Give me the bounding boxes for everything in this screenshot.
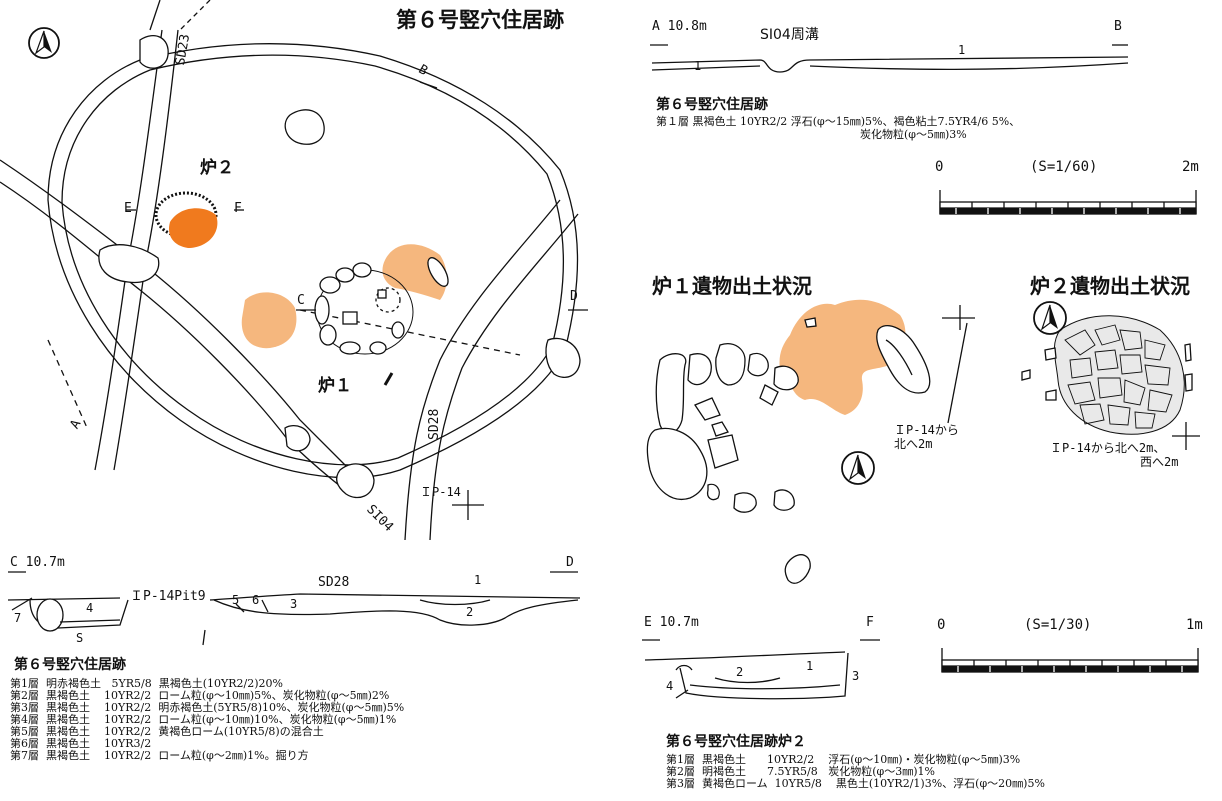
label-d-plan: D [570,289,578,304]
hearth-1-detail [646,299,975,584]
section-ab-layer-1a: 1 [694,59,702,73]
section-ef-layer-row-1: 第1層 黒褐色土 10YR2/2 浮石(φ～10㎜)・炭化物粒(φ～5㎜)3% [666,753,1021,766]
section-cd-layer-1: 1 [474,573,482,587]
section-cd-layer-4: 4 [86,601,94,615]
section-ab-legend-title: 第６号竪穴住居跡 [656,97,768,113]
section-cd-layer-row-7: 第7層 黒褐色土 10YR2/2 ローム粒(φ～2㎜)1%。掘り方 [10,749,309,762]
north-arrow-icon [841,451,875,485]
scale-bar-1-60 [939,190,1197,215]
section-cd-legend-title: 第６号竪穴住居跡 [14,657,126,673]
section-ef-layer-row-2: 第2層 明褐色土 7.5YR5/8 炭化物粒(φ～3㎜)1% [666,765,935,778]
section-cd-layer-row-5: 第5層 黒褐色土 10YR2/2 黄褐色ローム(10YR5/8)の混合土 [10,725,324,738]
section-ef-layer-2: 2 [736,665,744,679]
label-hearth-1: 炉１ [318,376,352,396]
north-arrow-icon [1033,301,1067,335]
hearth-2-detail-note-2: 西へ2m [1140,455,1179,469]
scale-60-zero: 0 [935,159,944,175]
section-ef-right-label: F [866,615,874,630]
section-ef-drawing [642,639,880,700]
section-cd-drawing [7,571,581,646]
section-ab-layer-1b: 1 [958,43,966,57]
hearth-1-detail-note-2: 北へ2m [894,437,933,451]
hearth-1-detail-note-1: ＩP-14から [894,423,959,437]
section-cd-stone: S [76,631,84,645]
section-ab-ditch-label: SI04周溝 [760,27,819,43]
label-e-plan: E [124,201,132,216]
section-cd-right-label: D [566,555,574,570]
scale-30-ratio: (S=1/30) [1024,617,1092,633]
label-hearth-2: 炉２ [200,158,234,178]
section-cd-layer-row-6: 第6層 黒褐色土 10YR3/2 [10,737,152,750]
section-ab-right-label: B [1114,19,1122,34]
section-ab-legend-line2: 炭化物粒(φ～5㎜)3% [860,128,967,141]
scale-60-ratio: (S=1/60) [1030,159,1098,175]
label-c-plan: C [297,293,305,308]
section-ef-legend-title: 第６号竪穴住居跡炉２ [666,734,806,750]
section-ef-layer-1: 1 [806,659,814,673]
hearth-2-detail-note-1: ＩP-14から北へ2m、 [1050,441,1166,455]
section-cd-layer-6: 6 [252,593,260,607]
section-cd-layer-row-1: 第1層 明赤褐色土 5YR5/8 黒褐色土(10YR2/2)20% [10,677,283,690]
hearth-2-detail-title: 炉２遺物出土状況 [1030,274,1190,298]
section-cd-sd-label: SD28 [318,575,350,590]
section-ab-drawing [650,44,1129,73]
section-cd-layer-row-2: 第2層 黒褐色土 10YR2/2 ローム粒(φ～10㎜)5%、炭化物粒(φ～5㎜… [10,689,390,702]
section-cd-layer-7: 7 [14,611,22,625]
hearth-2-detail [1021,315,1200,450]
section-cd-layer-row-4: 第4層 黒褐色土 10YR2/2 ローム粒(φ～10㎜)10%、炭化物粒(φ～5… [10,713,397,726]
plan-title: 第６号竪穴住居跡 [396,8,564,32]
scale-30-max: 1m [1186,617,1203,633]
section-cd-layer-3: 3 [290,597,298,611]
label-f-plan: F [234,201,242,216]
section-ef-layer-4: 4 [666,679,674,693]
scale-bar-1-30 [941,648,1199,673]
section-ef-left-label: E 10.7m [644,615,699,630]
hearth-1-detail-title: 炉１遺物出土状況 [652,274,812,298]
section-cd-pit-label: ＩP-14Pit9 [130,589,206,604]
scale-30-zero: 0 [937,617,946,633]
section-ab-left-label: A 10.8m [652,19,707,34]
section-ef-layer-row-3: 第3層 黄褐色ローム 10YR5/8 黒色土(10YR2/1)3%、浮石(φ～2… [666,777,1045,790]
dwelling-plan [0,0,588,541]
label-ip14: ＩP-14 [420,485,461,499]
label-sd28: SD28 [427,408,442,440]
section-cd-left-label: C 10.7m [10,555,65,570]
scale-60-max: 2m [1182,159,1199,175]
section-ab-legend-line1: 第１層 黒褐色土 10YR2/2 浮石(φ～15㎜)5%、褐色粘土7.5YR4/… [656,115,1021,128]
section-ef-layer-3: 3 [852,669,860,683]
north-arrow-icon [28,27,60,59]
section-cd-layer-row-3: 第3層 黒褐色土 10YR2/2 明赤褐色土(5YR5/8)10%、炭化物粒(φ… [10,701,405,714]
section-cd-layer-5: 5 [232,593,240,607]
section-cd-layer-2: 2 [466,605,474,619]
